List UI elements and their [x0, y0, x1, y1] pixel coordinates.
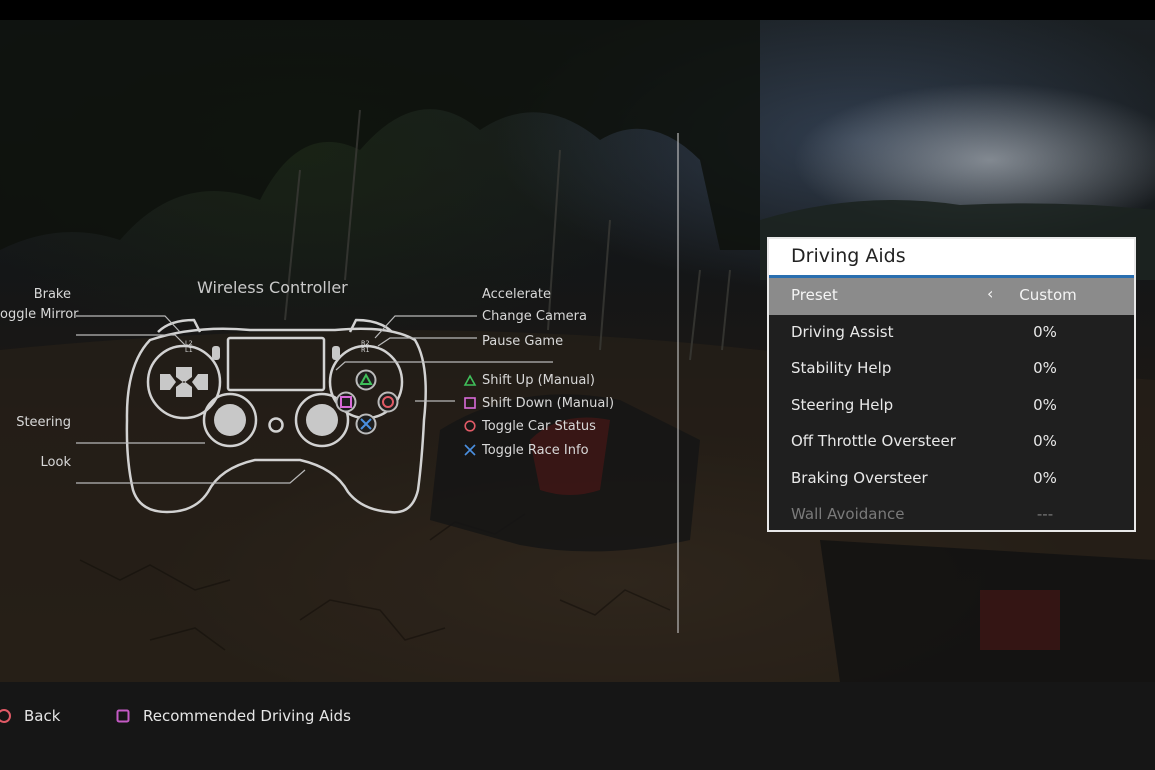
recommended-label: Recommended Driving Aids [143, 707, 351, 725]
l2-mark: L2 [185, 339, 193, 347]
aid-value: Custom [1019, 286, 1077, 304]
label-shift-down: Shift Down (Manual) [463, 396, 614, 412]
aid-row-wall-avoidance: Wall Avoidance --- [769, 497, 1134, 534]
label-change-camera: Change Camera [482, 309, 587, 324]
back-label: Back [24, 707, 61, 725]
touchpad [226, 336, 326, 392]
label-shift-up: Shift Up (Manual) [463, 373, 595, 389]
footer-bar: Back Recommended Driving Aids [0, 682, 1155, 770]
controller-body [125, 327, 427, 514]
aid-row-braking-oversteer[interactable]: Braking Oversteer 0% [769, 461, 1134, 498]
aid-value: 0% [1033, 432, 1057, 450]
label-toggle-race-info: Toggle Race Info [463, 443, 589, 459]
aid-row-off-throttle-oversteer[interactable]: Off Throttle Oversteer 0% [769, 424, 1134, 461]
aid-name: Driving Assist [791, 322, 894, 341]
aid-name: Preset [791, 286, 838, 304]
chevron-left-icon[interactable]: ‹ [987, 284, 994, 303]
right-stick [306, 404, 338, 436]
l1-mark: L1 [185, 346, 193, 354]
aid-name: Braking Oversteer [791, 468, 928, 487]
label-look: Look [40, 455, 71, 470]
label-toggle-mirror: oggle Mirror [0, 307, 79, 322]
triangle-icon [463, 374, 477, 386]
panel-title: Driving Aids [791, 245, 906, 267]
panel-header: Driving Aids [769, 239, 1134, 278]
cross-icon [464, 444, 476, 456]
aid-name: Off Throttle Oversteer [791, 432, 956, 450]
controller-title: Wireless Controller [197, 278, 348, 297]
aid-row-steering-help[interactable]: Steering Help 0% [769, 388, 1134, 425]
aid-row-stability-help[interactable]: Stability Help 0% [769, 351, 1134, 388]
r2-mark: R2 [361, 339, 370, 347]
label-accelerate: Accelerate [482, 287, 551, 302]
back-button[interactable]: Back [0, 702, 60, 730]
aid-row-driving-assist[interactable]: Driving Assist 0% [769, 315, 1134, 352]
label-pause-game: Pause Game [482, 334, 564, 349]
top-letterbox [0, 0, 1155, 20]
label-toggle-car-status: Toggle Car Status [463, 419, 596, 435]
section-divider [677, 133, 679, 633]
left-stick [214, 404, 246, 436]
aid-name: Stability Help [791, 359, 892, 377]
aid-name: Wall Avoidance [791, 505, 905, 523]
square-icon [116, 709, 130, 723]
controller-diagram: L2 L1 R2 R1 [76, 315, 553, 514]
aid-value: 0% [1033, 468, 1057, 487]
dpad [160, 367, 208, 397]
recommended-driving-aids-button[interactable]: Recommended Driving Aids [115, 702, 351, 730]
label-brake: Brake [33, 287, 71, 302]
driving-aids-panel: Driving Aids Preset ‹ Custom Driving Ass… [767, 237, 1136, 532]
aid-value: --- [1036, 505, 1054, 523]
label-steering: Steering [16, 415, 71, 430]
aid-row-preset[interactable]: Preset ‹ Custom [769, 278, 1134, 315]
face-buttons [335, 369, 399, 435]
aid-value: 0% [1033, 359, 1057, 377]
aid-value: 0% [1033, 395, 1057, 414]
circle-icon [0, 709, 11, 723]
aid-name: Steering Help [791, 395, 894, 414]
circle-icon [464, 420, 476, 432]
r1-mark: R1 [361, 346, 370, 354]
aid-value: 0% [1033, 322, 1057, 341]
square-icon [464, 397, 476, 409]
